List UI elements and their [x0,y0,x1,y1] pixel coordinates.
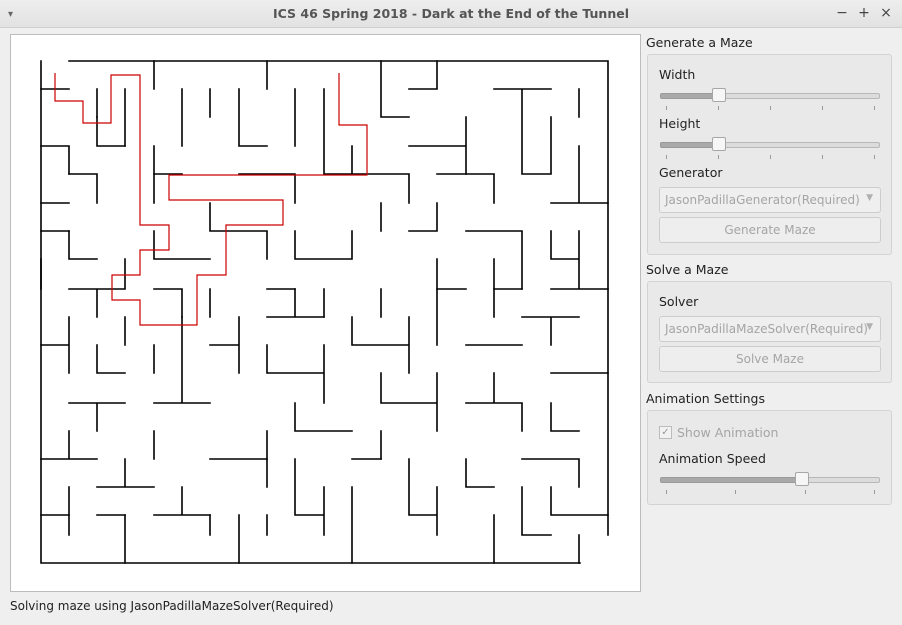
width-slider[interactable] [660,86,880,110]
speed-slider-fill [660,477,804,483]
slider-tick [822,155,823,159]
status-text: Solving maze using JasonPadillaMazeSolve… [10,599,334,613]
slider-tick [874,155,875,159]
generator-select-value: JasonPadillaGenerator(Required) [665,193,860,207]
slider-tick [770,155,771,159]
check-icon[interactable]: ✓ [659,426,672,439]
chevron-down-icon: ▼ [866,193,873,203]
generate-section-title: Generate a Maze [646,35,753,50]
slider-tick [666,106,667,110]
solver-label: Solver [659,294,699,309]
animation-speed-slider[interactable] [660,470,880,494]
slider-tick [718,155,719,159]
animation-section-title: Animation Settings [646,391,765,406]
window-menu-icon[interactable]: ▾ [8,9,14,20]
slider-tick [874,106,875,110]
speed-slider-handle[interactable] [795,472,810,486]
window-title: ICS 46 Spring 2018 - Dark at the End of … [273,6,629,21]
show-animation-label: Show Animation [677,425,779,440]
height-slider-fill [660,142,720,148]
height-slider-handle[interactable] [712,137,726,151]
animation-group: ✓ Show Animation Animation Speed [647,410,892,505]
height-slider[interactable] [660,135,880,159]
slider-tick [735,490,737,494]
slider-tick [874,490,875,494]
width-slider-ticks [666,106,875,110]
height-slider-ticks [666,155,875,159]
maximize-icon[interactable]: + [858,5,870,21]
slider-tick [666,490,667,494]
generator-select[interactable]: JasonPadillaGenerator(Required) ▼ [659,187,881,213]
slider-tick [718,106,719,110]
width-slider-handle[interactable] [712,88,726,102]
solve-group: Solver JasonPadillaMazeSolver(Required) … [647,281,892,383]
slider-tick [822,106,823,110]
speed-slider-ticks [666,490,875,494]
maze-canvas [10,34,641,592]
show-animation-checkbox[interactable]: ✓ Show Animation [659,425,778,440]
width-slider-fill [660,93,720,99]
close-icon[interactable]: × [880,5,892,21]
solve-maze-button[interactable]: Solve Maze [659,346,881,372]
slider-tick [770,106,771,110]
generate-maze-button[interactable]: Generate Maze [659,217,881,243]
animation-speed-label: Animation Speed [659,451,766,466]
solve-section-title: Solve a Maze [646,262,729,277]
chevron-down-icon: ▼ [866,322,873,332]
solution-path [54,73,368,326]
slider-tick [666,155,667,159]
minimize-icon[interactable]: − [836,5,848,21]
title-bar: ▾ ICS 46 Spring 2018 - Dark at the End o… [0,0,902,28]
generator-label: Generator [659,165,723,180]
maze-drawing [40,60,609,564]
slider-tick [804,490,806,494]
height-label: Height [659,116,701,131]
width-label: Width [659,67,696,82]
maze-walls [40,60,609,564]
generate-group: Width Height Generator JasonPadillaGener… [647,54,892,255]
solver-select-value: JasonPadillaMazeSolver(Required) [665,322,868,336]
solver-select[interactable]: JasonPadillaMazeSolver(Required) ▼ [659,316,881,342]
